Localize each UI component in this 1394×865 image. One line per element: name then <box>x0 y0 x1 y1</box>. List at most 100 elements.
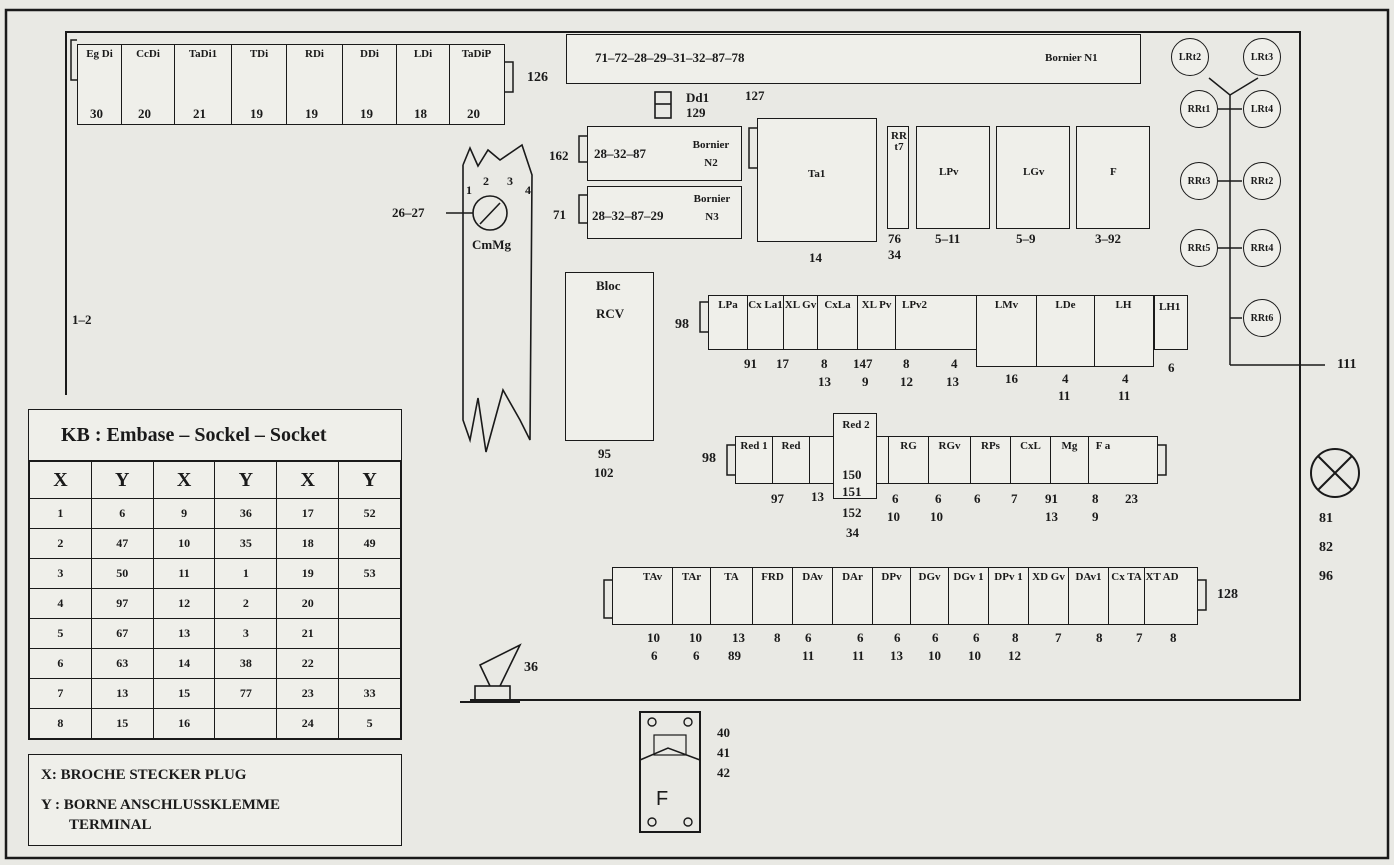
row1-cell: XL Gv <box>784 296 818 349</box>
row1-value: 91 <box>744 356 757 371</box>
row1-value: 12 <box>900 374 913 389</box>
row2-value: 6 <box>935 491 942 506</box>
kb-cell: 11 <box>152 558 216 589</box>
number-71: 71 <box>553 207 566 222</box>
dd1-label: Dd1 <box>686 90 710 105</box>
kb-cell: 7 <box>29 678 92 709</box>
kb-header-cell: X <box>29 461 92 499</box>
row1-value: 4 <box>951 356 958 371</box>
red2-number: 150 <box>842 467 862 482</box>
row1-left-number: 98 <box>675 317 689 332</box>
bloc-rcv-number2: 102 <box>594 465 614 480</box>
kb-cell: 16 <box>152 708 216 739</box>
row3-value: 10 <box>928 648 941 663</box>
row1-big-cell: LH <box>1115 299 1132 311</box>
red2-cell: Red 2 <box>833 413 877 499</box>
bornier-n1-label: Bornier N1 <box>1045 52 1098 64</box>
relay-circle-lrt4: LRt4 <box>1243 90 1281 128</box>
number-111: 111 <box>1337 357 1357 372</box>
kb-cell: 13 <box>90 678 154 709</box>
relay-lgv-number: 5–9 <box>1016 231 1036 246</box>
row3-cell: TA <box>711 568 753 624</box>
rr7-label: RR t7 <box>891 130 907 153</box>
legend-x: X: BROCHE STECKER PLUG <box>41 767 247 783</box>
fuse-number: 40 <box>717 725 730 740</box>
red2-label: Red 2 <box>842 419 870 431</box>
kb-cell: 15 <box>90 708 154 739</box>
kb-cell: 22 <box>276 648 340 679</box>
kb-cell: 49 <box>338 528 401 559</box>
row1-end-label: LH1 <box>1159 301 1181 313</box>
row1-cell: LPv2 <box>902 299 928 311</box>
kb-cell: 3 <box>29 558 92 589</box>
bornier-n2-codes: 28–32–87 <box>594 146 646 161</box>
kb-table-header: X Y X Y X Y <box>29 461 401 499</box>
row1-cell: XL Pv <box>858 296 896 349</box>
red2-number: 152 <box>842 505 862 520</box>
row3-cell: DPv <box>873 568 911 624</box>
row2-cell: Red 1 <box>736 437 773 483</box>
legend-box: X: BROCHE STECKER PLUG Y : BORNE ANSCHLU… <box>28 754 402 846</box>
top-cell-value: 21 <box>193 106 206 121</box>
row3-value: 6 <box>932 630 939 645</box>
row3-value: 7 <box>1136 630 1143 645</box>
relay-circle-rrt4: RRt4 <box>1243 229 1281 267</box>
row1-value: 11 <box>1118 388 1131 403</box>
row2-value: 97 <box>771 491 784 506</box>
lamp-number: 82 <box>1319 540 1333 555</box>
row3-value: 89 <box>728 648 741 663</box>
kb-cell: 15 <box>152 678 216 709</box>
top-cell-value: 20 <box>138 106 151 121</box>
row1-cell: LPa <box>709 296 748 349</box>
fuse-label: F <box>656 788 669 810</box>
number-162: 162 <box>549 148 569 163</box>
relay-circle-lrt3: LRt3 <box>1243 38 1281 76</box>
number-127: 127 <box>745 88 765 103</box>
row2-value: 23 <box>1125 491 1138 506</box>
row2-cell: RGv <box>929 437 971 483</box>
row2-value: 6 <box>892 491 899 506</box>
kb-cell: 18 <box>276 528 340 559</box>
row1-value: 8 <box>903 356 910 371</box>
kb-cell <box>214 708 278 739</box>
left-label: 1–2 <box>72 312 92 327</box>
dd1-number: 129 <box>686 105 706 120</box>
row2-cell: RG <box>889 437 929 483</box>
relay-lgv: LGv <box>996 126 1070 229</box>
bloc-rcv: Bloc RCV <box>565 272 654 441</box>
row2-cell: RPs <box>971 437 1011 483</box>
kb-cell: 14 <box>152 648 216 679</box>
switch-pos-4: 4 <box>525 183 531 197</box>
kb-cell: 21 <box>276 618 340 649</box>
row1-value: 8 <box>821 356 828 371</box>
row1-cell: Cx La1 <box>748 296 784 349</box>
top-cell-value: 30 <box>90 106 103 121</box>
top-cell-value: 20 <box>467 106 480 121</box>
row2-cell: CxL <box>1011 437 1051 483</box>
kb-cell: 6 <box>90 498 154 529</box>
kb-cell: 36 <box>214 498 278 529</box>
row3-cell: DGv <box>911 568 949 624</box>
row1-big-cell: LDe <box>1037 296 1095 366</box>
row2-value: 13 <box>811 489 824 504</box>
row3-value: 8 <box>1012 630 1019 645</box>
bloc-rcv-line1: Bloc <box>596 278 621 293</box>
bornier-n2-label: Bornier N2 <box>692 139 730 169</box>
row3-value: 8 <box>774 630 781 645</box>
kb-cell: 12 <box>152 588 216 619</box>
kb-cell: 24 <box>276 708 340 739</box>
row2-value: 9 <box>1092 509 1099 524</box>
terminal-row-1: LPa Cx La1 XL Gv CxLa XL Pv LPv2 <box>708 295 978 350</box>
row3-value: 11 <box>852 648 865 663</box>
red2-number: 151 <box>842 484 862 499</box>
kb-cell: 4 <box>29 588 92 619</box>
row2-value: 91 <box>1045 491 1058 506</box>
